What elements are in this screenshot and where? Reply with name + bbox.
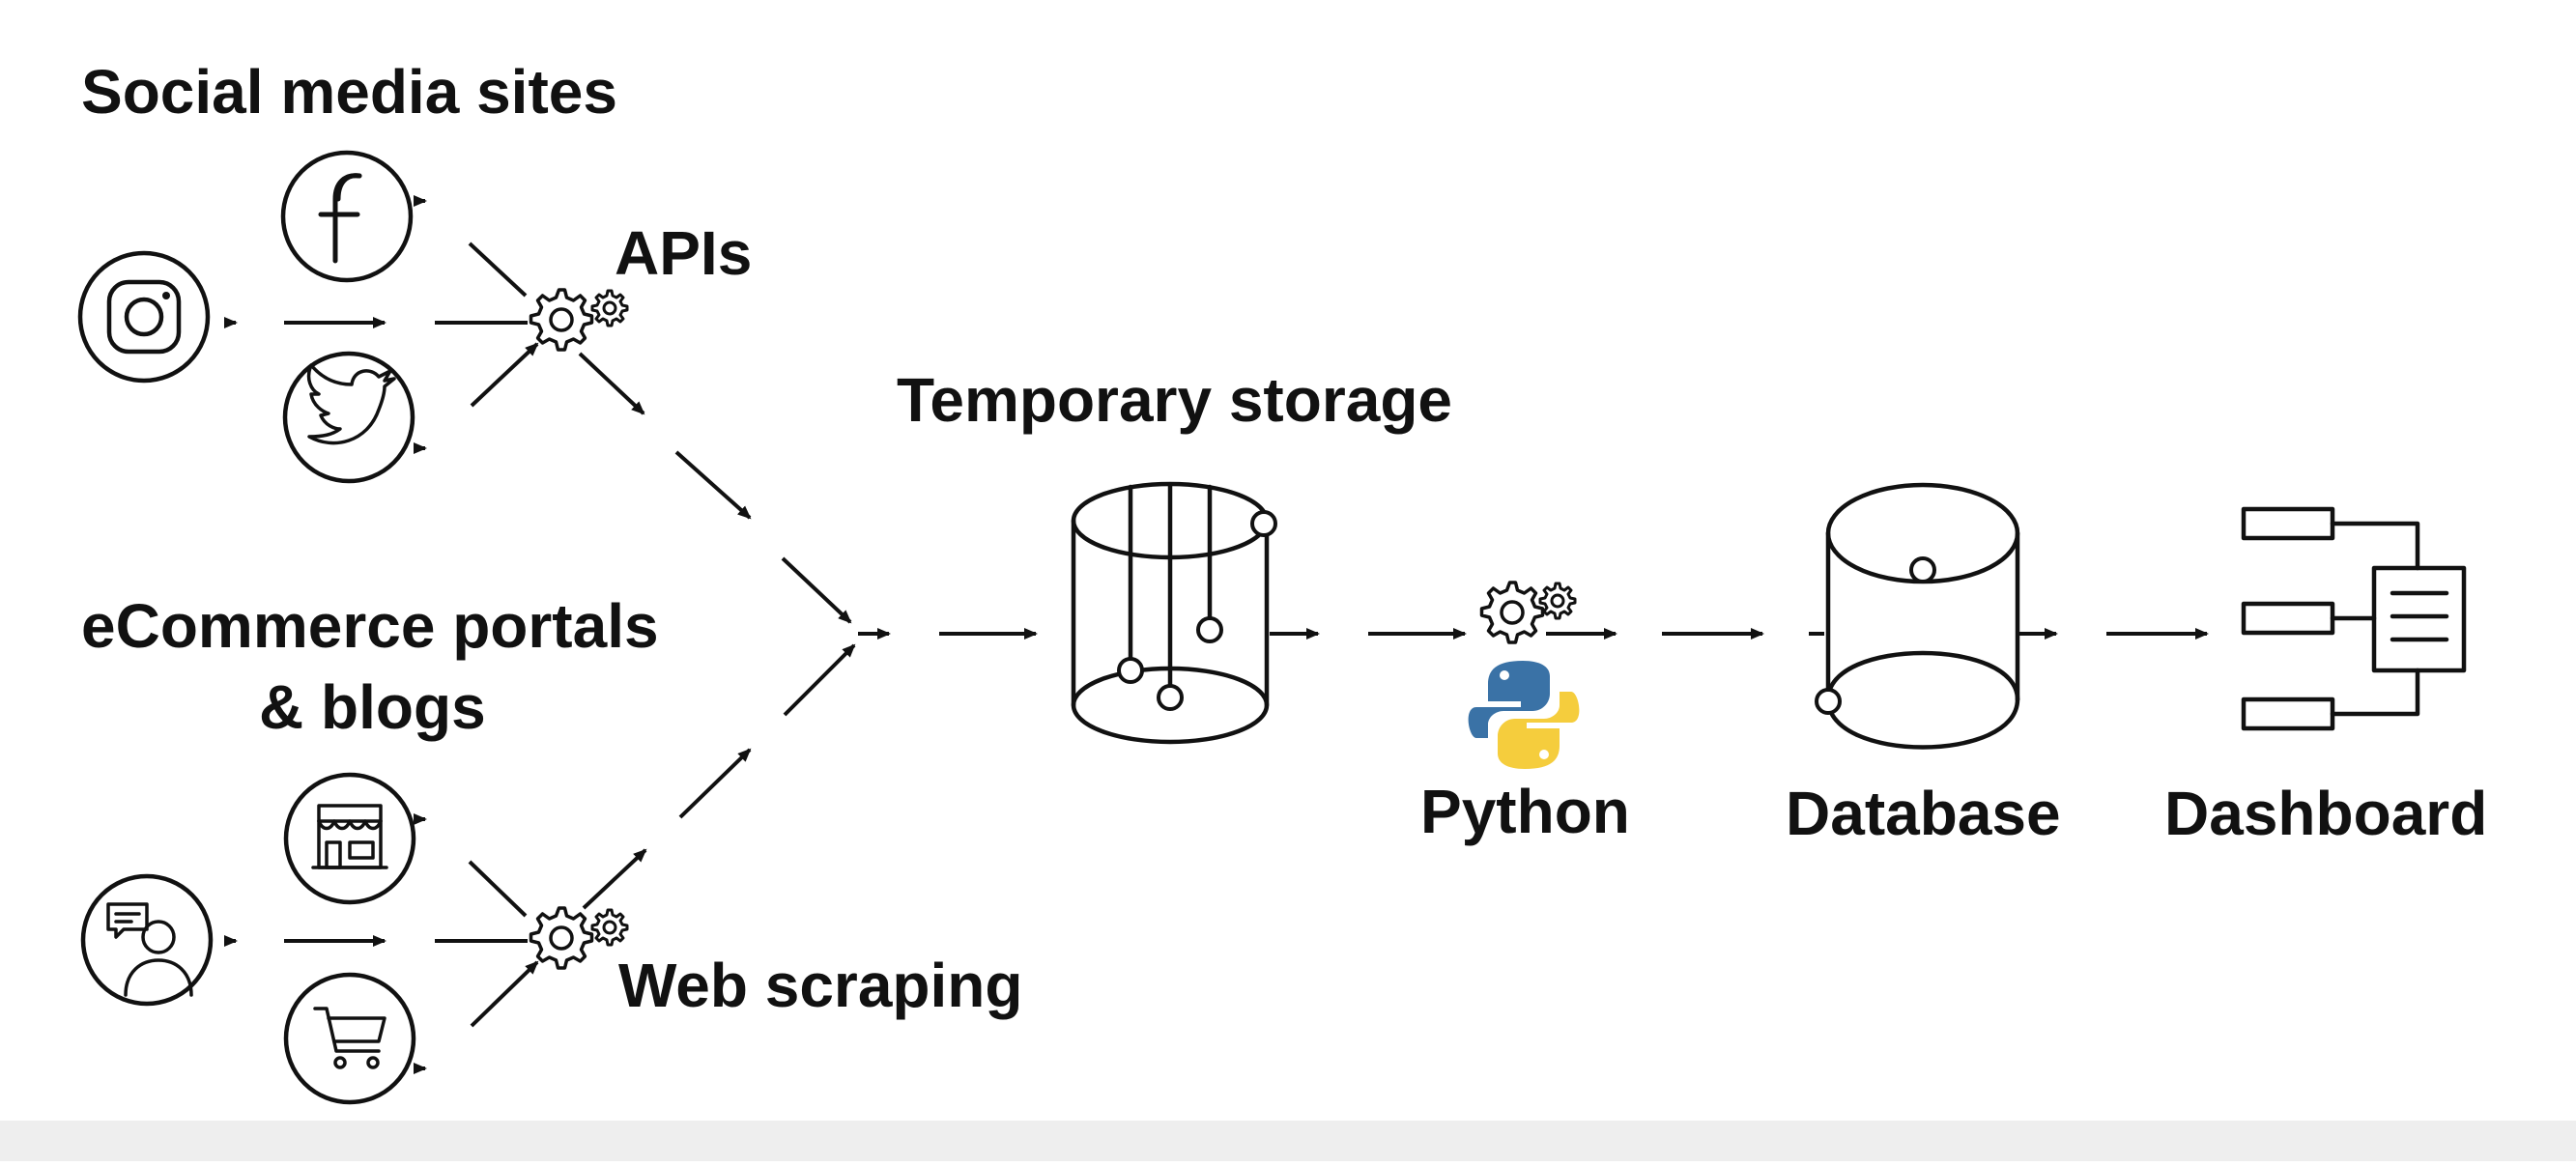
web-scraping-label: Web scraping (618, 951, 1022, 1020)
dashboard-icon (2241, 506, 2467, 731)
flow-arrows (224, 195, 2209, 1074)
social-media-heading: Social media sites (81, 57, 617, 127)
shopping-cart-icon (283, 972, 416, 1105)
web-scraping-gears-icon (529, 906, 629, 970)
facebook-icon (280, 150, 414, 283)
twitter-icon (282, 351, 415, 484)
bottom-strip (0, 1121, 2576, 1161)
instagram-icon (77, 250, 211, 384)
python-logo-icon (1468, 661, 1580, 769)
ecommerce-heading-line2: & blogs (259, 672, 486, 742)
database-label: Database (1786, 779, 2061, 848)
dashboard-label: Dashboard (2164, 779, 2487, 848)
python-label: Python (1420, 777, 1630, 846)
temporary-storage-cylinder-icon (1071, 481, 1277, 745)
database-cylinder-icon (1815, 482, 2020, 750)
ecommerce-heading-line1: eCommerce portals (81, 591, 659, 661)
store-icon (283, 772, 416, 905)
user-comment-icon (80, 873, 214, 1007)
temporary-storage-label: Temporary storage (897, 365, 1452, 435)
apis-gears-icon (529, 288, 629, 352)
apis-label: APIs (615, 218, 752, 288)
